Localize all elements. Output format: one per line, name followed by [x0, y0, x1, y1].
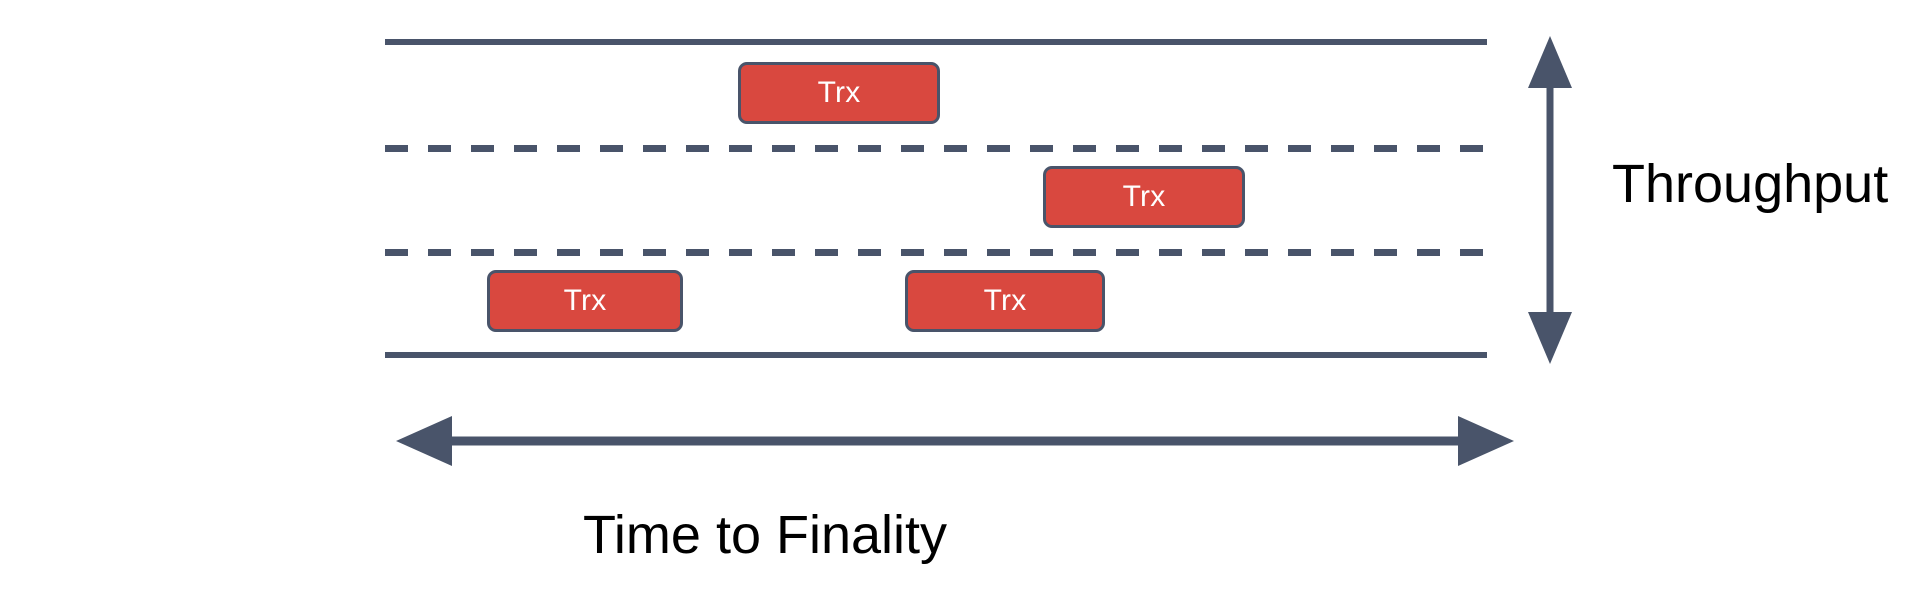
transaction-box[interactable]: Trx: [905, 270, 1105, 332]
lane-boundary-dashed-lower: [385, 249, 1487, 256]
lane-boundary-top: [385, 39, 1487, 45]
lane-boundary-bottom: [385, 352, 1487, 358]
time-double-arrow-icon: [396, 416, 1514, 466]
transaction-box[interactable]: Trx: [1043, 166, 1245, 228]
transaction-box[interactable]: Trx: [738, 62, 940, 124]
time-to-finality-axis-label: Time to Finality: [582, 505, 948, 565]
transaction-box[interactable]: Trx: [487, 270, 683, 332]
throughput-double-arrow-icon: [1528, 36, 1572, 364]
throughput-axis-label: Throughput: [1612, 154, 1889, 214]
lane-boundary-dashed-upper: [385, 145, 1487, 152]
